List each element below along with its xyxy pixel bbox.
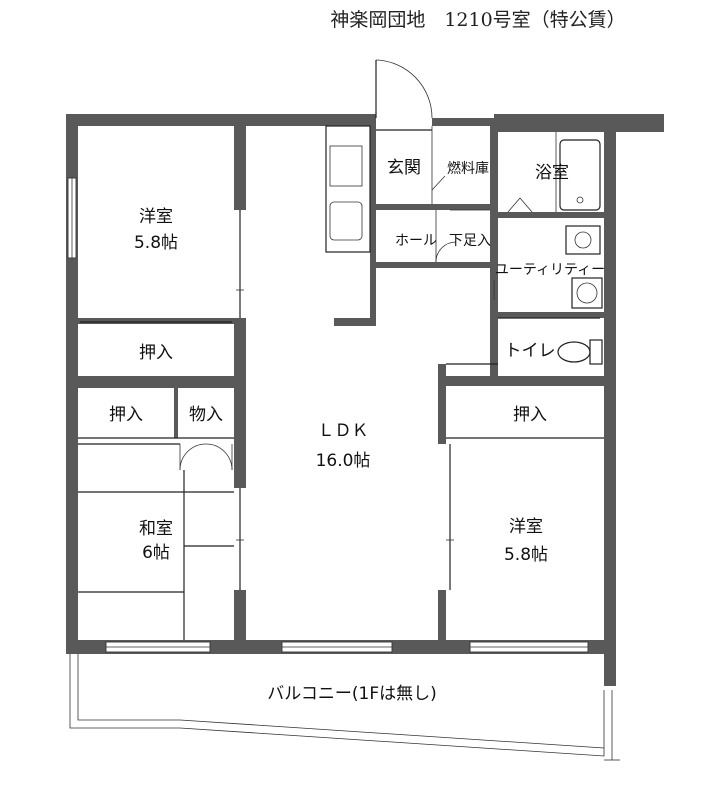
room-western-se-name: 洋室: [509, 517, 543, 537]
room-ldk-size: 16.0帖: [316, 451, 371, 471]
plan-title: 神楽岡団地 1210号室（特公賃）: [330, 9, 625, 31]
room-western-nw-name: 洋室: [139, 207, 173, 227]
room-labels: 洋室 5.8帖 押入 押入 物入 和室 6帖 ＬＤＫ 16.0帖 玄関 燃料庫 …: [109, 158, 605, 704]
walls: [66, 114, 664, 686]
windows: [67, 177, 589, 653]
room-entrance: 玄関: [387, 158, 421, 178]
room-western-se-size: 5.8帖: [504, 545, 548, 565]
room-fuel-storage: 燃料庫: [447, 160, 489, 177]
room-closet-w: 押入: [109, 405, 143, 425]
room-utility: ユーティリティー: [495, 262, 605, 278]
room-ldk-name: ＬＤＫ: [318, 421, 369, 441]
room-closet-nw: 押入: [139, 343, 173, 363]
room-hall: ホール: [395, 233, 437, 249]
room-shoe-box: 下足入: [449, 233, 491, 249]
balcony-label: バルコニー(1Fは無し): [267, 684, 437, 704]
room-closet-e: 押入: [513, 405, 547, 425]
room-western-nw-size: 5.8帖: [134, 233, 178, 253]
room-japanese-name: 和室: [139, 519, 173, 539]
interior-lines: [69, 59, 620, 761]
room-storage: 物入: [189, 405, 223, 425]
room-bath: 浴室: [535, 163, 569, 183]
room-japanese-size: 6帖: [142, 543, 170, 563]
room-toilet: トイレ: [505, 341, 556, 361]
